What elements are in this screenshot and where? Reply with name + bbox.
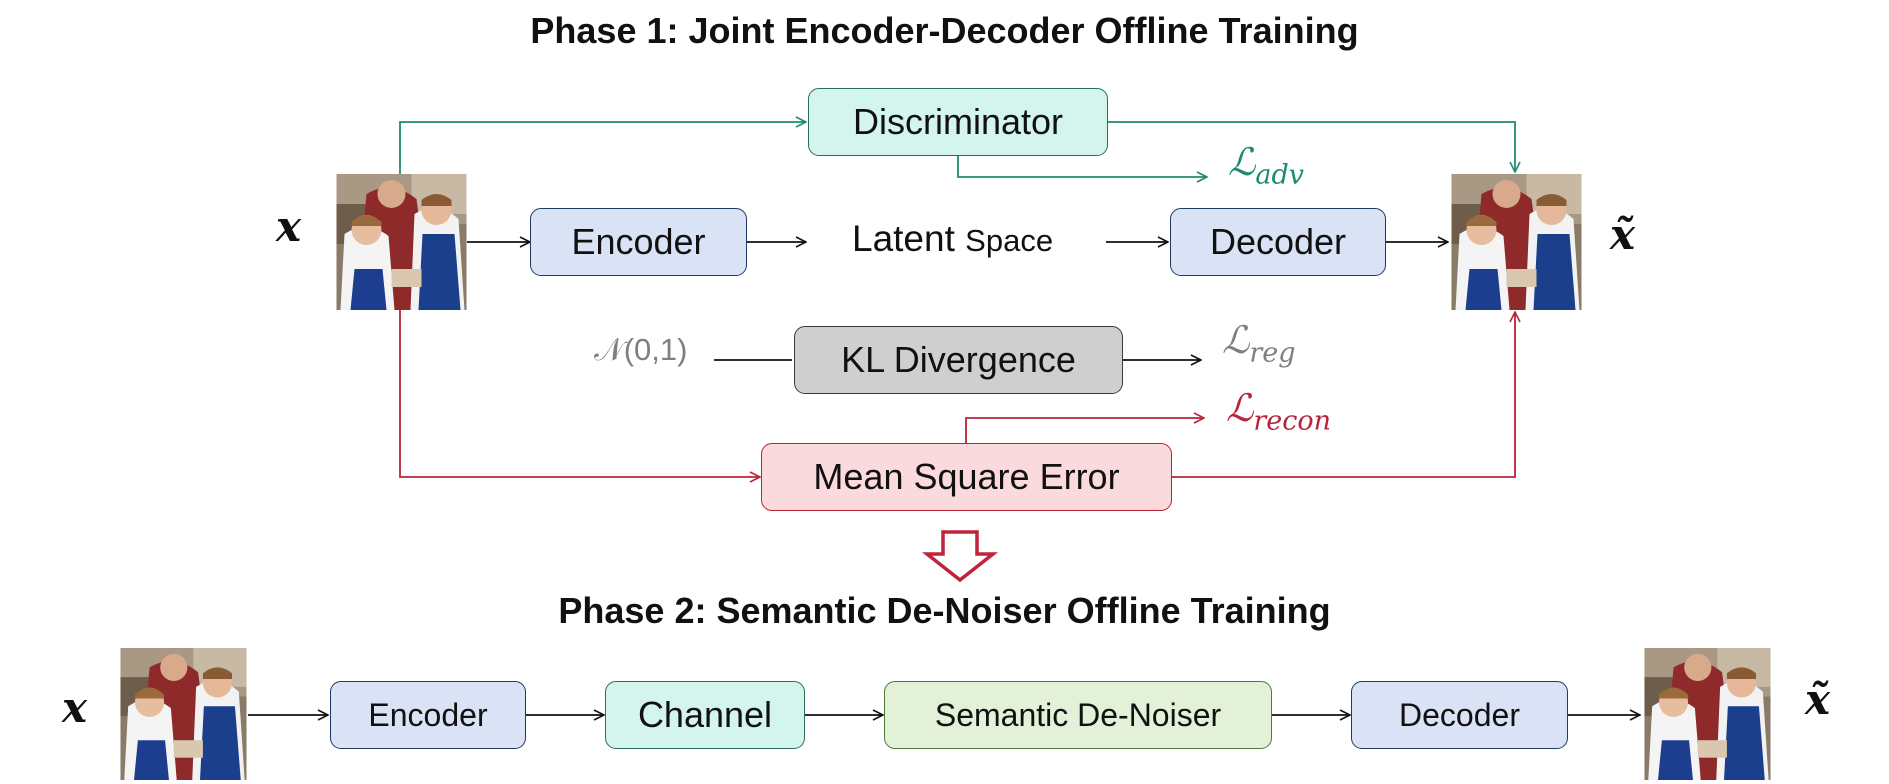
phase-transition-down-arrow [921, 530, 999, 583]
phase2-input-symbol: x [62, 683, 88, 732]
discriminator-to-ladv-arrow [957, 156, 1207, 177]
loss-adv-symbol: ℒ [1228, 140, 1256, 184]
channel-box: Channel [605, 681, 805, 749]
phase1-input-image [336, 174, 467, 310]
loss-recon-symbol: ℒ [1226, 386, 1254, 430]
loss-recon-label: ℒrecon [1226, 386, 1331, 437]
semantic-denoiser-box: Semantic De-Noiser [884, 681, 1272, 749]
kl-divergence-box: KL Divergence [794, 326, 1123, 394]
loss-adv-label: ℒadv [1228, 140, 1304, 191]
adv-path [399, 121, 1515, 177]
loss-reg-symbol: ℒ [1222, 318, 1250, 362]
input-to-mse-arrow [399, 310, 760, 477]
phase2-encoder-box: Encoder [330, 681, 526, 749]
loss-adv-subscript: adv [1255, 159, 1305, 191]
phase2-input-image [118, 648, 249, 784]
phase2-decoder-box: Decoder [1351, 681, 1568, 749]
phase1-output-symbol: x̃ [1610, 210, 1636, 259]
loss-reg-label: ℒreg [1222, 318, 1296, 369]
latent-space-label: Latent Space [852, 218, 1053, 262]
latent-word: Latent [852, 218, 955, 259]
output-to-mse-arrow [1170, 312, 1515, 478]
main-flow-path [467, 242, 1448, 360]
mse-box: Mean Square Error [761, 443, 1172, 511]
mse-to-lrecon-arrow [965, 418, 1204, 443]
discriminator-box: Discriminator [808, 88, 1108, 156]
phase2-title: Phase 2: Semantic De-Noiser Offline Trai… [558, 590, 1331, 631]
input-to-discriminator-arrow [399, 122, 806, 175]
phase1-input-symbol: x [276, 202, 302, 251]
recon-path [399, 310, 1515, 478]
phase1-decoder-box: Decoder [1170, 208, 1386, 276]
loss-recon-subscript: recon [1253, 405, 1332, 437]
loss-reg-subscript: reg [1249, 337, 1296, 369]
phase1-title: Phase 1: Joint Encoder-Decoder Offline T… [530, 10, 1359, 51]
phase1-encoder-box: Encoder [530, 208, 747, 276]
phase1-output-image [1451, 174, 1582, 310]
discriminator-to-output-arrow [1104, 121, 1515, 172]
space-word: Space [965, 223, 1054, 258]
phase2-output-image [1642, 648, 1773, 784]
normal-distribution-label: 𝒩(0,1) [594, 332, 688, 367]
phase2-output-symbol: x̃ [1805, 675, 1831, 724]
